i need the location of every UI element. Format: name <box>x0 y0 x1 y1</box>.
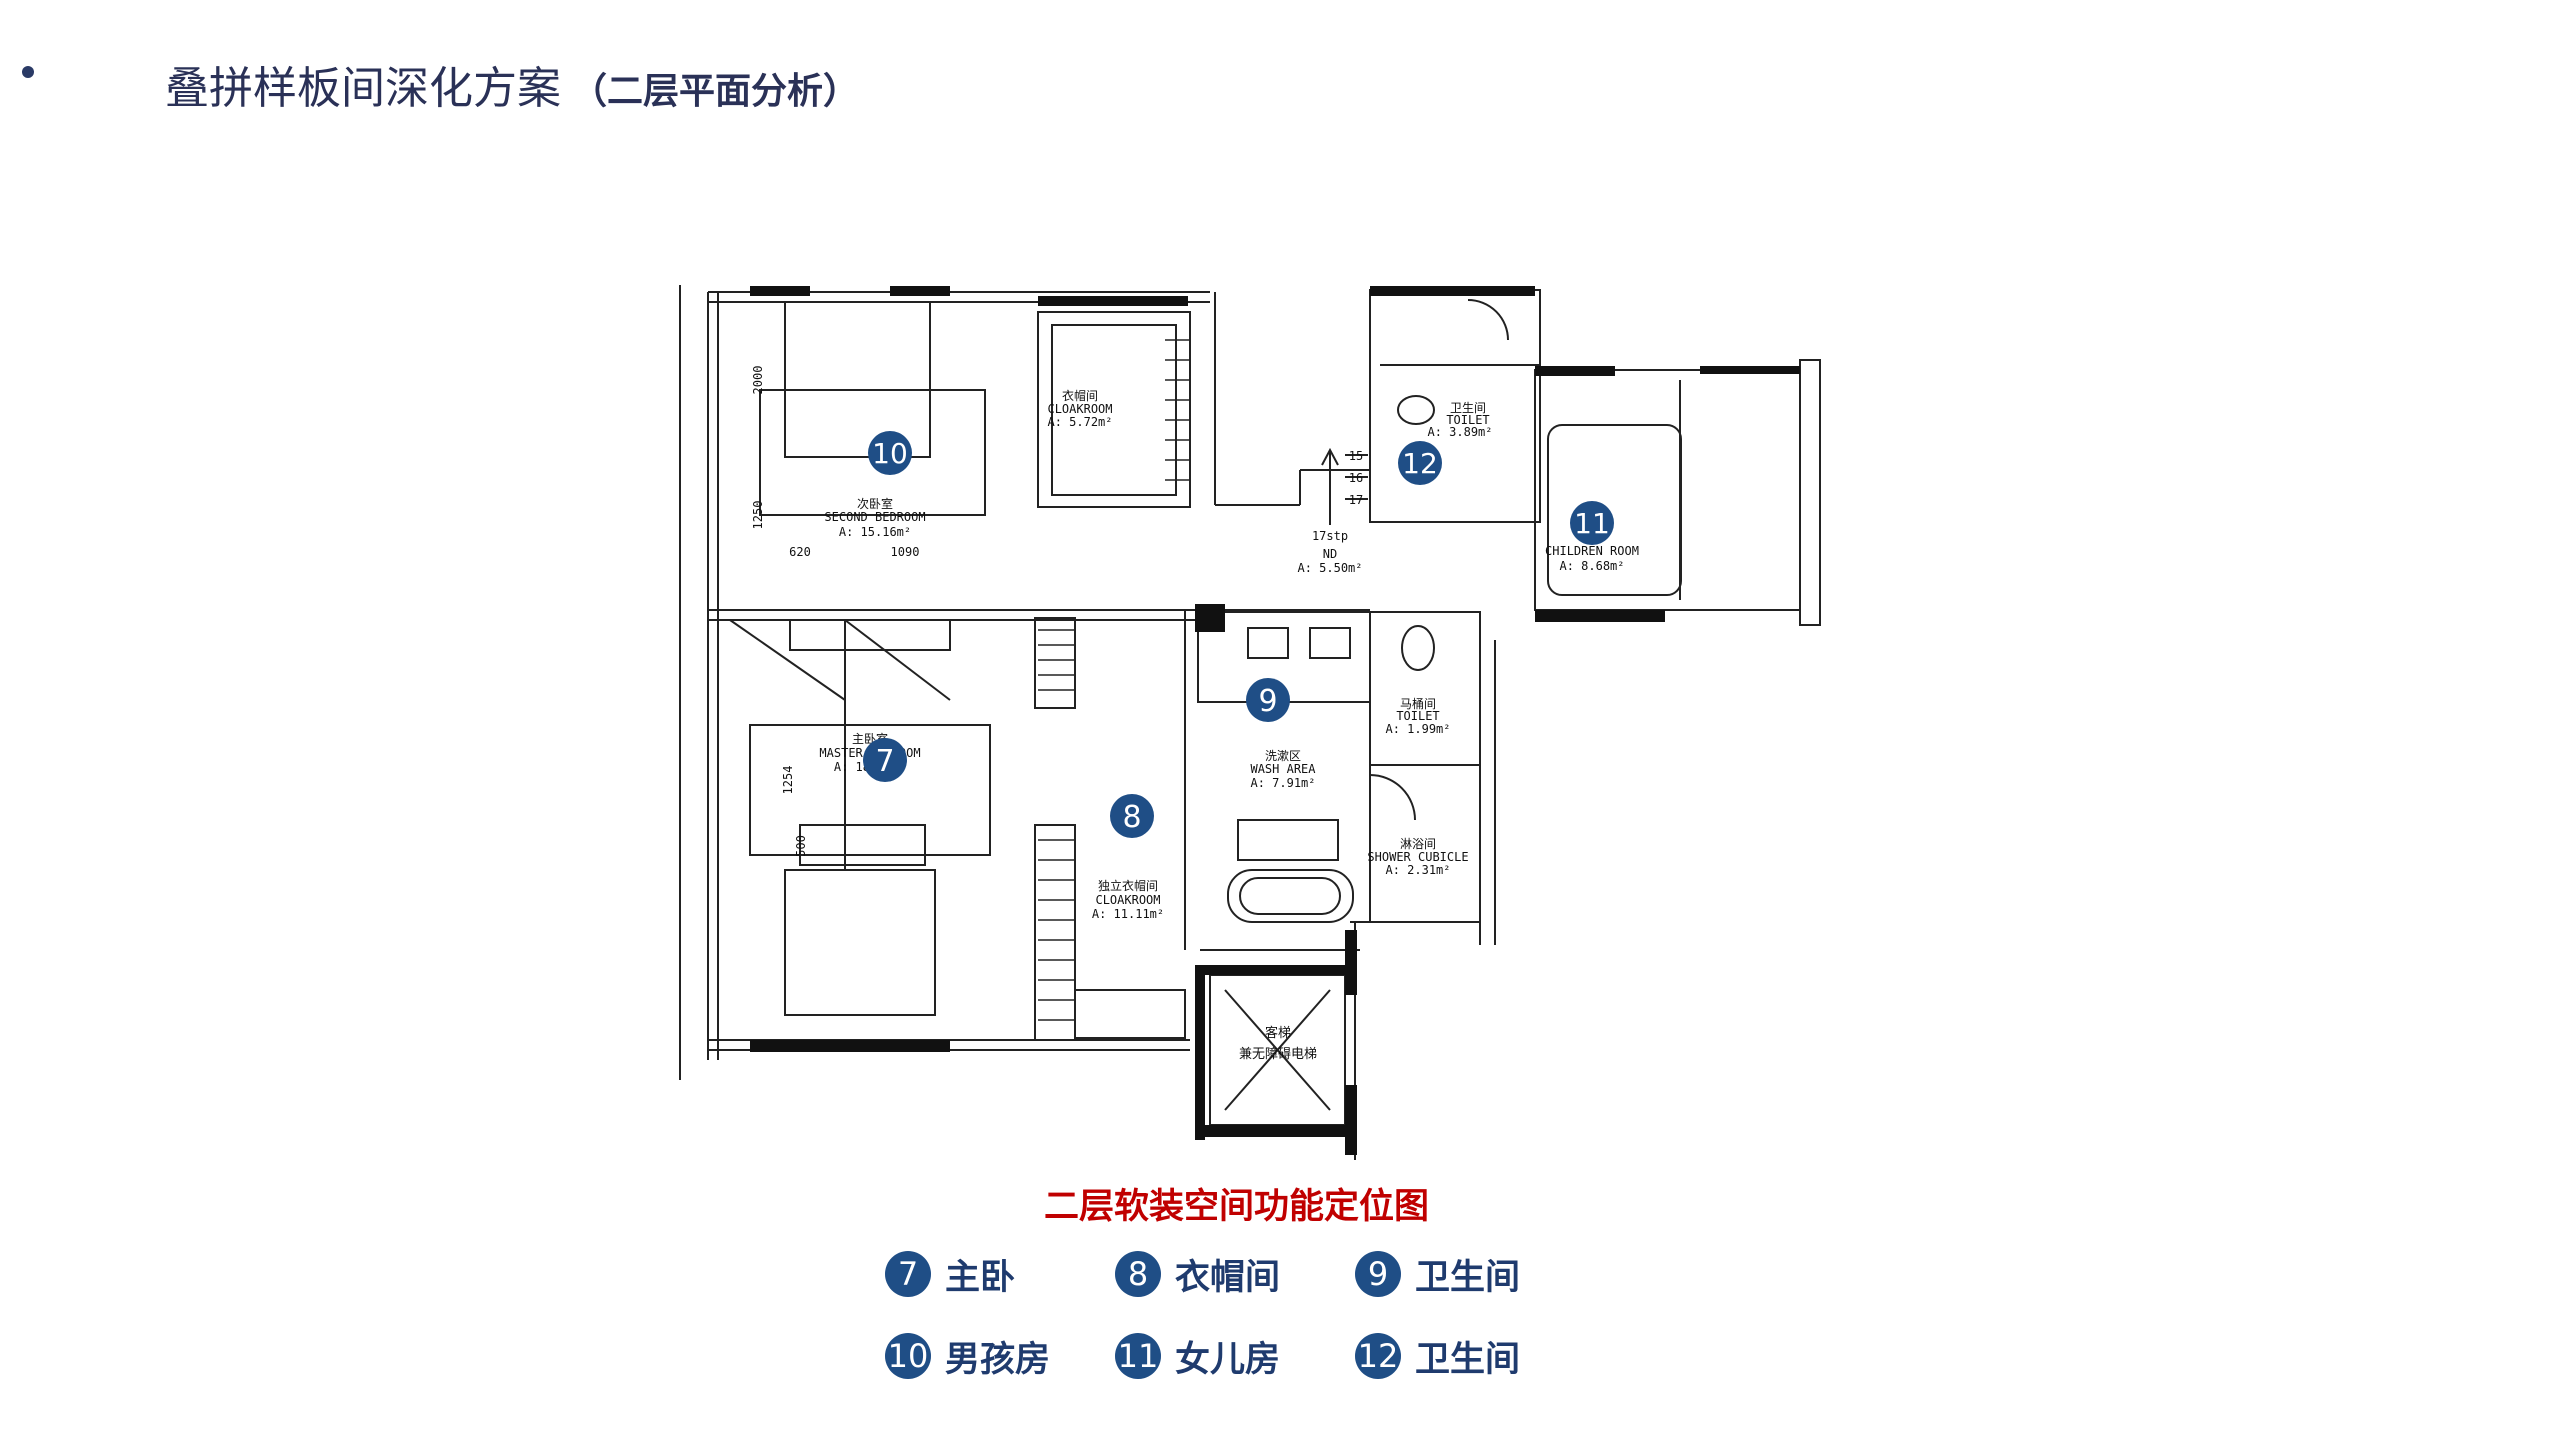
marker-12-text: 12 <box>1402 447 1438 480</box>
stair-direction: ND <box>1323 547 1337 561</box>
legend-item-12: 12 卫生间 <box>1355 1332 1585 1380</box>
elevator-line2: 兼无障碍电梯 <box>1239 1047 1317 1062</box>
marker-11: 11 <box>1570 501 1614 545</box>
legend-label-11: 女儿房 <box>1175 1339 1281 1380</box>
stair-step-15: 15 <box>1349 449 1363 463</box>
children-room-area: A: 8.68m² <box>1559 559 1624 573</box>
cloakroom-top-area: A: 5.72m² <box>1047 415 1112 429</box>
legend-num-8: 8 <box>1115 1251 1161 1297</box>
wash-area-en: WASH AREA <box>1250 762 1316 776</box>
legend-item-9: 9 卫生间 <box>1355 1250 1585 1298</box>
plan-heavy-walls <box>750 286 1800 1155</box>
marker-11-text: 11 <box>1574 507 1610 540</box>
second-bedroom-area: A: 15.16m² <box>839 525 911 539</box>
legend-num-12: 12 <box>1355 1333 1401 1379</box>
legend-label-10: 男孩房 <box>945 1339 1051 1380</box>
dim-1250: 1250 <box>751 501 765 530</box>
stair-step-16: 16 <box>1349 471 1363 485</box>
marker-9: 9 <box>1246 678 1290 722</box>
cloakroom-main-area: A: 11.11m² <box>1092 907 1164 921</box>
legend-label-7: 主卧 <box>945 1257 1016 1298</box>
shower-cn: 淋浴间 <box>1400 837 1436 851</box>
toilet-top-area: A: 3.89m² <box>1427 425 1492 439</box>
plan-caption: 二层软装空间功能定位图 <box>1044 1187 1430 1227</box>
cloakroom-top-cn: 衣帽间 <box>1062 388 1098 403</box>
toilet-right-en: TOILET <box>1396 709 1439 723</box>
marker-8-text: 8 <box>1122 800 1141 835</box>
cloakroom-main-en: CLOAKROOM <box>1095 893 1160 907</box>
cloakroom-top-en: CLOAKROOM <box>1047 402 1112 416</box>
title-bullet <box>22 66 34 78</box>
toilet-right-cn: 马桶间 <box>1400 696 1436 711</box>
dim-2000: 2000 <box>751 366 765 395</box>
stair-area: A: 5.50m² <box>1297 561 1362 575</box>
legend-num-9: 9 <box>1355 1251 1401 1297</box>
marker-12: 12 <box>1398 441 1442 485</box>
children-room-en: CHILDREN ROOM <box>1545 544 1639 558</box>
stair-steps: 17stp <box>1312 529 1348 543</box>
dim-1254: 1254 <box>781 766 795 795</box>
dim-620: 620 <box>789 545 811 559</box>
legend-num-7: 7 <box>885 1251 931 1297</box>
legend-item-10: 10 男孩房 <box>885 1332 1115 1380</box>
marker-7-text: 7 <box>875 744 894 779</box>
page-title-main: 叠拼样板间深化方案 <box>165 63 561 114</box>
marker-10: 10 <box>868 431 912 475</box>
plan-markers: 10 12 11 9 7 8 <box>863 431 1614 838</box>
plan-walls <box>679 285 1821 1160</box>
legend-label-8: 衣帽间 <box>1175 1257 1281 1298</box>
shower-area: A: 2.31m² <box>1385 863 1450 877</box>
stair-step-17: 17 <box>1349 493 1363 507</box>
legend-item-8: 8 衣帽间 <box>1115 1250 1355 1298</box>
toilet-top-en: TOILET <box>1446 413 1489 427</box>
elevator-line1: 客梯 <box>1265 1025 1291 1041</box>
legend-num-10: 10 <box>885 1333 931 1379</box>
dim-500: 500 <box>794 835 808 857</box>
room-labels: 衣帽间 CLOAKROOM A: 5.72m² 次卧室 SECOND BEDRO… <box>751 366 1639 1062</box>
toilet-top-cn: 卫生间 <box>1450 401 1486 415</box>
legend-item-11: 11 女儿房 <box>1115 1332 1355 1380</box>
legend: 7 主卧 8 衣帽间 9 卫生间 10 男孩房 11 女儿房 12 卫生间 <box>885 1250 1645 1380</box>
cloakroom-main-cn: 独立衣帽间 <box>1098 878 1158 893</box>
wash-area-cn: 洗漱区 <box>1265 749 1301 763</box>
marker-9-text: 9 <box>1258 684 1277 719</box>
page-title: 叠拼样板间深化方案（二层平面分析） <box>165 52 859 116</box>
legend-num-11: 11 <box>1115 1333 1161 1379</box>
dim-1090: 1090 <box>891 545 920 559</box>
wash-area-area: A: 7.91m² <box>1250 776 1315 790</box>
marker-8: 8 <box>1110 794 1154 838</box>
legend-label-12: 卫生间 <box>1415 1339 1521 1380</box>
marker-10-text: 10 <box>872 437 908 470</box>
page-title-sub: （二层平面分析） <box>571 71 860 112</box>
toilet-right-area: A: 1.99m² <box>1385 722 1450 736</box>
second-bedroom-en: SECOND BEDROOM <box>824 510 925 524</box>
legend-label-9: 卫生间 <box>1415 1257 1521 1298</box>
marker-7: 7 <box>863 738 907 782</box>
cloakroom-hangers <box>1038 339 1190 1021</box>
legend-item-7: 7 主卧 <box>885 1250 1115 1298</box>
second-bedroom-cn: 次卧室 <box>857 496 893 511</box>
shower-en: SHOWER CUBICLE <box>1367 850 1468 864</box>
